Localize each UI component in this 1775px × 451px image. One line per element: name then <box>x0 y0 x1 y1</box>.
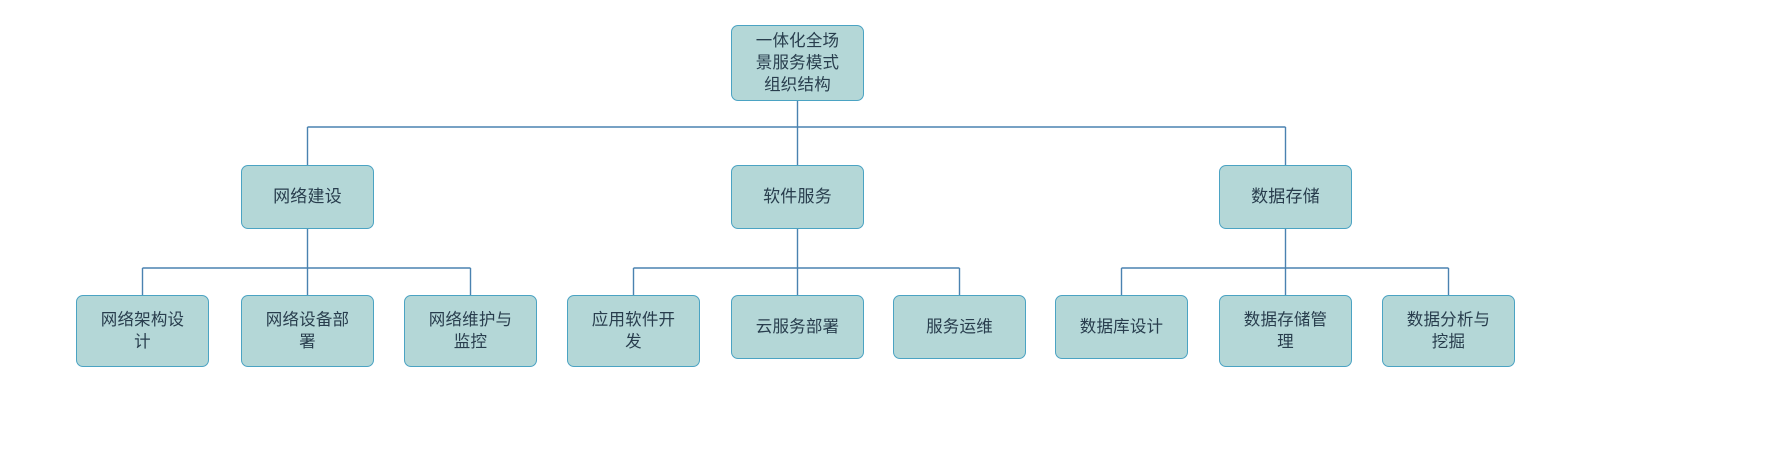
org-node-service-operations[interactable]: 服务运维 <box>893 295 1026 359</box>
org-node-network-maintenance-monitoring-label: 网络维护与 监控 <box>428 310 513 351</box>
org-node-data-storage-management[interactable]: 数据存储管 理 <box>1219 295 1352 367</box>
org-node-application-software-development-label: 应用软件开 发 <box>591 310 676 351</box>
org-node-network-construction-label: 网络建设 <box>273 186 342 207</box>
org-node-software-service-label: 软件服务 <box>763 186 832 207</box>
org-node-data-analysis-mining-label: 数据分析与 挖掘 <box>1406 310 1491 351</box>
org-node-root-label: 一体化全场 景服务模式 组织结构 <box>755 31 840 94</box>
org-node-database-design-label: 数据库设计 <box>1079 317 1164 337</box>
org-node-network-maintenance-monitoring[interactable]: 网络维护与 监控 <box>404 295 537 367</box>
org-node-data-storage-label: 数据存储 <box>1251 186 1320 207</box>
org-node-network-device-deployment-label: 网络设备部 署 <box>265 310 350 351</box>
org-node-data-storage[interactable]: 数据存储 <box>1219 165 1352 229</box>
org-node-network-architecture-design[interactable]: 网络架构设 计 <box>76 295 209 367</box>
org-node-network-construction[interactable]: 网络建设 <box>241 165 374 229</box>
org-node-network-device-deployment[interactable]: 网络设备部 署 <box>241 295 374 367</box>
org-node-application-software-development[interactable]: 应用软件开 发 <box>567 295 700 367</box>
org-node-data-storage-management-label: 数据存储管 理 <box>1243 310 1328 351</box>
org-node-network-architecture-design-label: 网络架构设 计 <box>100 310 185 351</box>
org-node-database-design[interactable]: 数据库设计 <box>1055 295 1188 359</box>
org-node-data-analysis-mining[interactable]: 数据分析与 挖掘 <box>1382 295 1515 367</box>
org-node-software-service[interactable]: 软件服务 <box>731 165 864 229</box>
org-node-root[interactable]: 一体化全场 景服务模式 组织结构 <box>731 25 864 101</box>
org-node-service-operations-label: 服务运维 <box>926 317 993 337</box>
org-node-cloud-service-deployment-label: 云服务部署 <box>755 317 840 337</box>
org-node-cloud-service-deployment[interactable]: 云服务部署 <box>731 295 864 359</box>
